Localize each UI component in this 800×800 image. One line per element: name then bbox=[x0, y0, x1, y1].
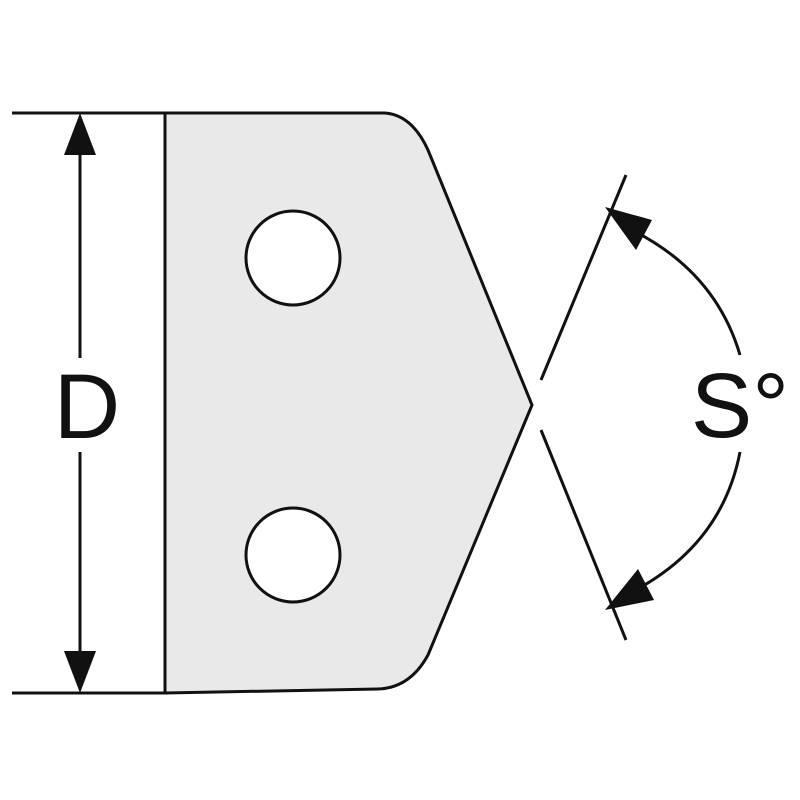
lower-mounting-hole bbox=[244, 506, 342, 604]
angle-arrow-upper bbox=[605, 207, 652, 250]
blade-body bbox=[163, 111, 534, 695]
angle-label: S° bbox=[691, 355, 789, 457]
diameter-label: D bbox=[54, 356, 120, 458]
angle-arrow-lower bbox=[605, 569, 654, 610]
angle-arc-lower bbox=[631, 451, 742, 594]
angle-arc-upper bbox=[627, 226, 742, 356]
angle-extension-line-upper bbox=[539, 174, 628, 381]
diameter-arrow-top bbox=[64, 113, 96, 155]
upper-mounting-hole bbox=[244, 209, 342, 307]
angle-extension-line-lower bbox=[539, 429, 628, 641]
diameter-arrow-bottom bbox=[64, 651, 96, 693]
